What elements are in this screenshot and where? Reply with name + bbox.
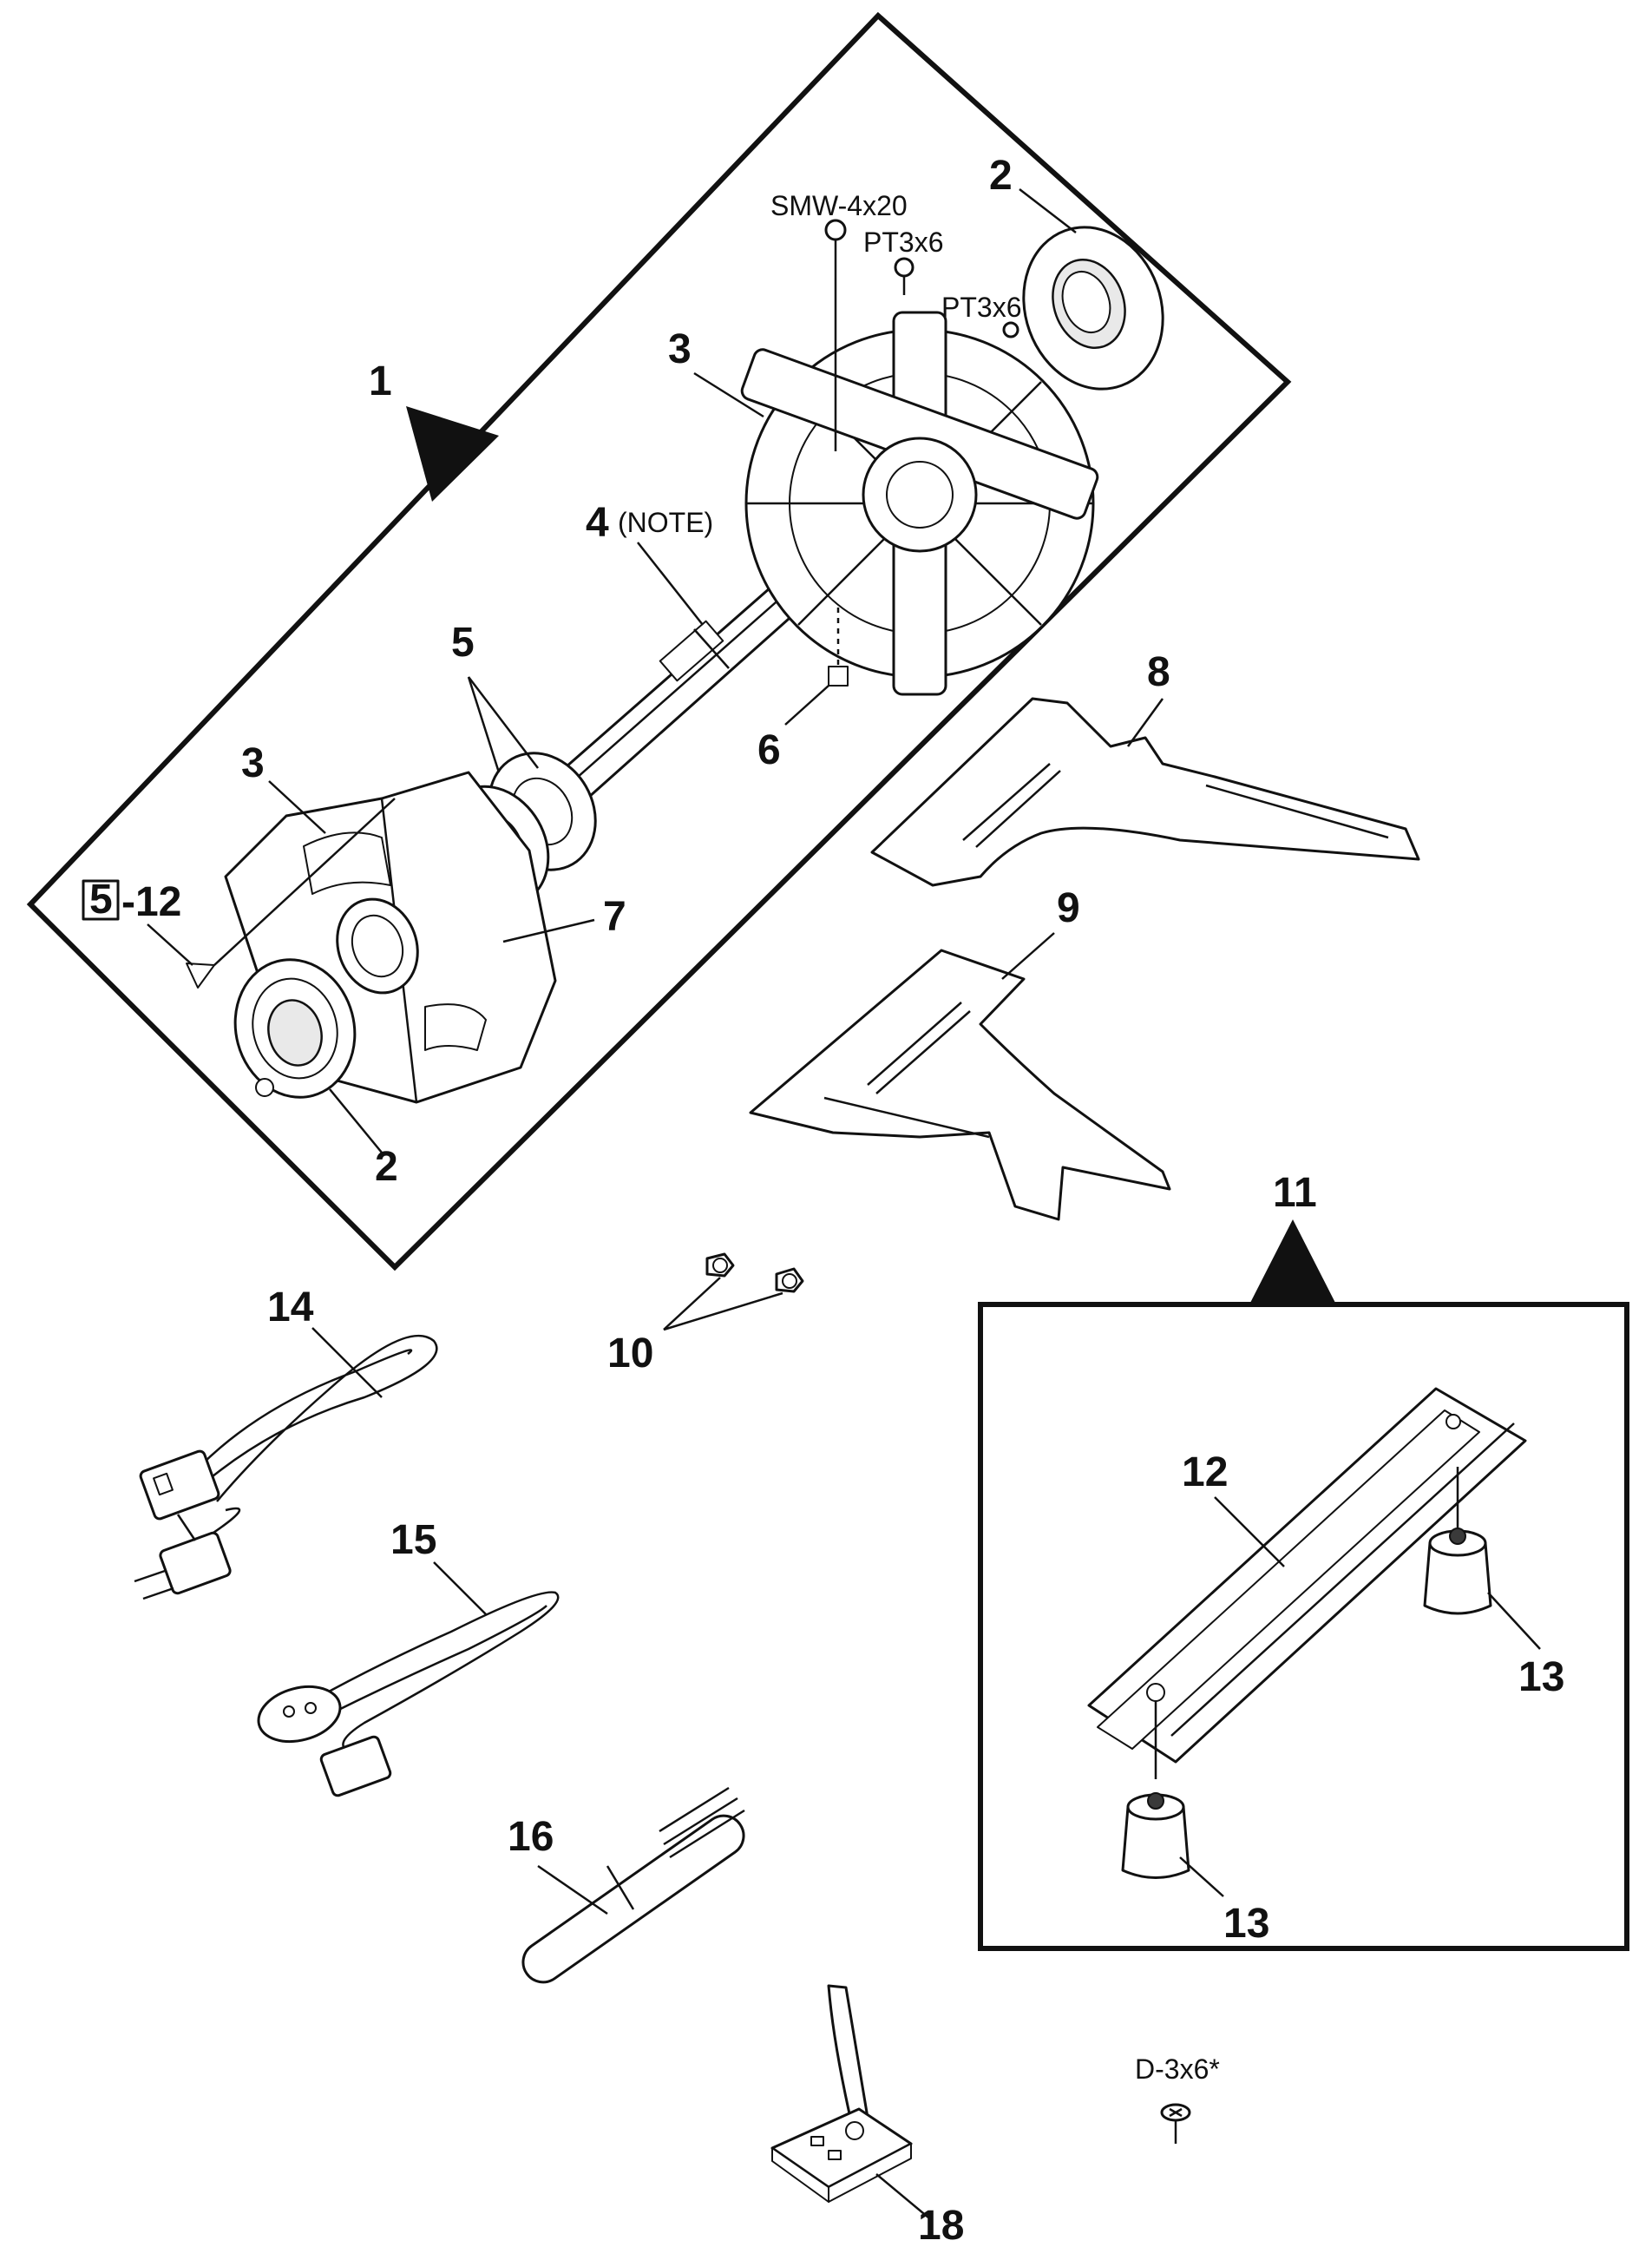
callout-12: 12 (1182, 1449, 1228, 1495)
bracket-plate-9 (749, 949, 1171, 1221)
callout-18: 18 (918, 2203, 964, 2247)
callout-4: 4 (586, 500, 609, 546)
callouts: 2 3 4 (NOTE) 5 6 3 7 2 8 9 10 11 12 13 1… (241, 153, 1564, 2247)
bracket-plate-8 (870, 697, 1420, 887)
callout-2-top: 2 (989, 153, 1013, 199)
reference-box-number: 5 (89, 877, 113, 923)
flange-right (740, 311, 1099, 696)
callout-15: 15 (390, 1517, 436, 1563)
screw-label-pt3x6-a: PT3x6 (863, 227, 943, 258)
leg-bar-12 (1087, 1387, 1527, 1779)
callout-7: 7 (603, 894, 626, 940)
screw-label-d-3x6: D-3x6* (1135, 2053, 1220, 2085)
callout-16: 16 (508, 1814, 554, 1860)
screws-top (824, 219, 1019, 451)
rubber-feet (1121, 1528, 1492, 1879)
callout-5: 5 (451, 620, 475, 666)
screw-label-smw-4x20: SMW-4x20 (770, 190, 908, 221)
callout-4-note: (NOTE) (618, 507, 713, 538)
rod-16 (521, 1786, 745, 1984)
callout-14: 14 (267, 1284, 314, 1330)
spacer-ring-bottom (233, 958, 357, 1099)
callout-3-bottom: 3 (241, 740, 265, 786)
spacer-ring-top (1022, 226, 1164, 391)
callout-11: 11 (1273, 1170, 1317, 1216)
assembly-11-frame (978, 1219, 1629, 1951)
assembly-11-pointer-triangle (1249, 1219, 1336, 1304)
power-cord-15 (257, 1591, 560, 1797)
wing-nuts (663, 1252, 804, 1331)
callout-9: 9 (1057, 885, 1080, 931)
screw-d-3x6 (1160, 2103, 1191, 2144)
assembly-1-frame: 1 (26, 11, 1292, 1271)
callout-8: 8 (1147, 649, 1170, 695)
assembly-1-pointer-triangle (406, 406, 499, 502)
cable-clamp-18 (770, 1984, 913, 2203)
stopper-block (828, 608, 849, 687)
power-cord-14 (134, 1334, 438, 1600)
callout-6: 6 (757, 727, 781, 773)
callout-10: 10 (607, 1330, 653, 1376)
callout-1: 1 (369, 358, 392, 404)
callout-2-bottom: 2 (375, 1144, 398, 1190)
screw-label-pt3x6-b: PT3x6 (941, 292, 1021, 323)
reference-marker: 5 -12 (82, 798, 396, 989)
callout-13-bottom: 13 (1223, 1901, 1269, 1947)
callout-13-top: 13 (1518, 1654, 1564, 1700)
reference-item-number: -12 (121, 879, 181, 925)
callout-3-top: 3 (668, 326, 692, 372)
leader-lines (268, 188, 1541, 2218)
